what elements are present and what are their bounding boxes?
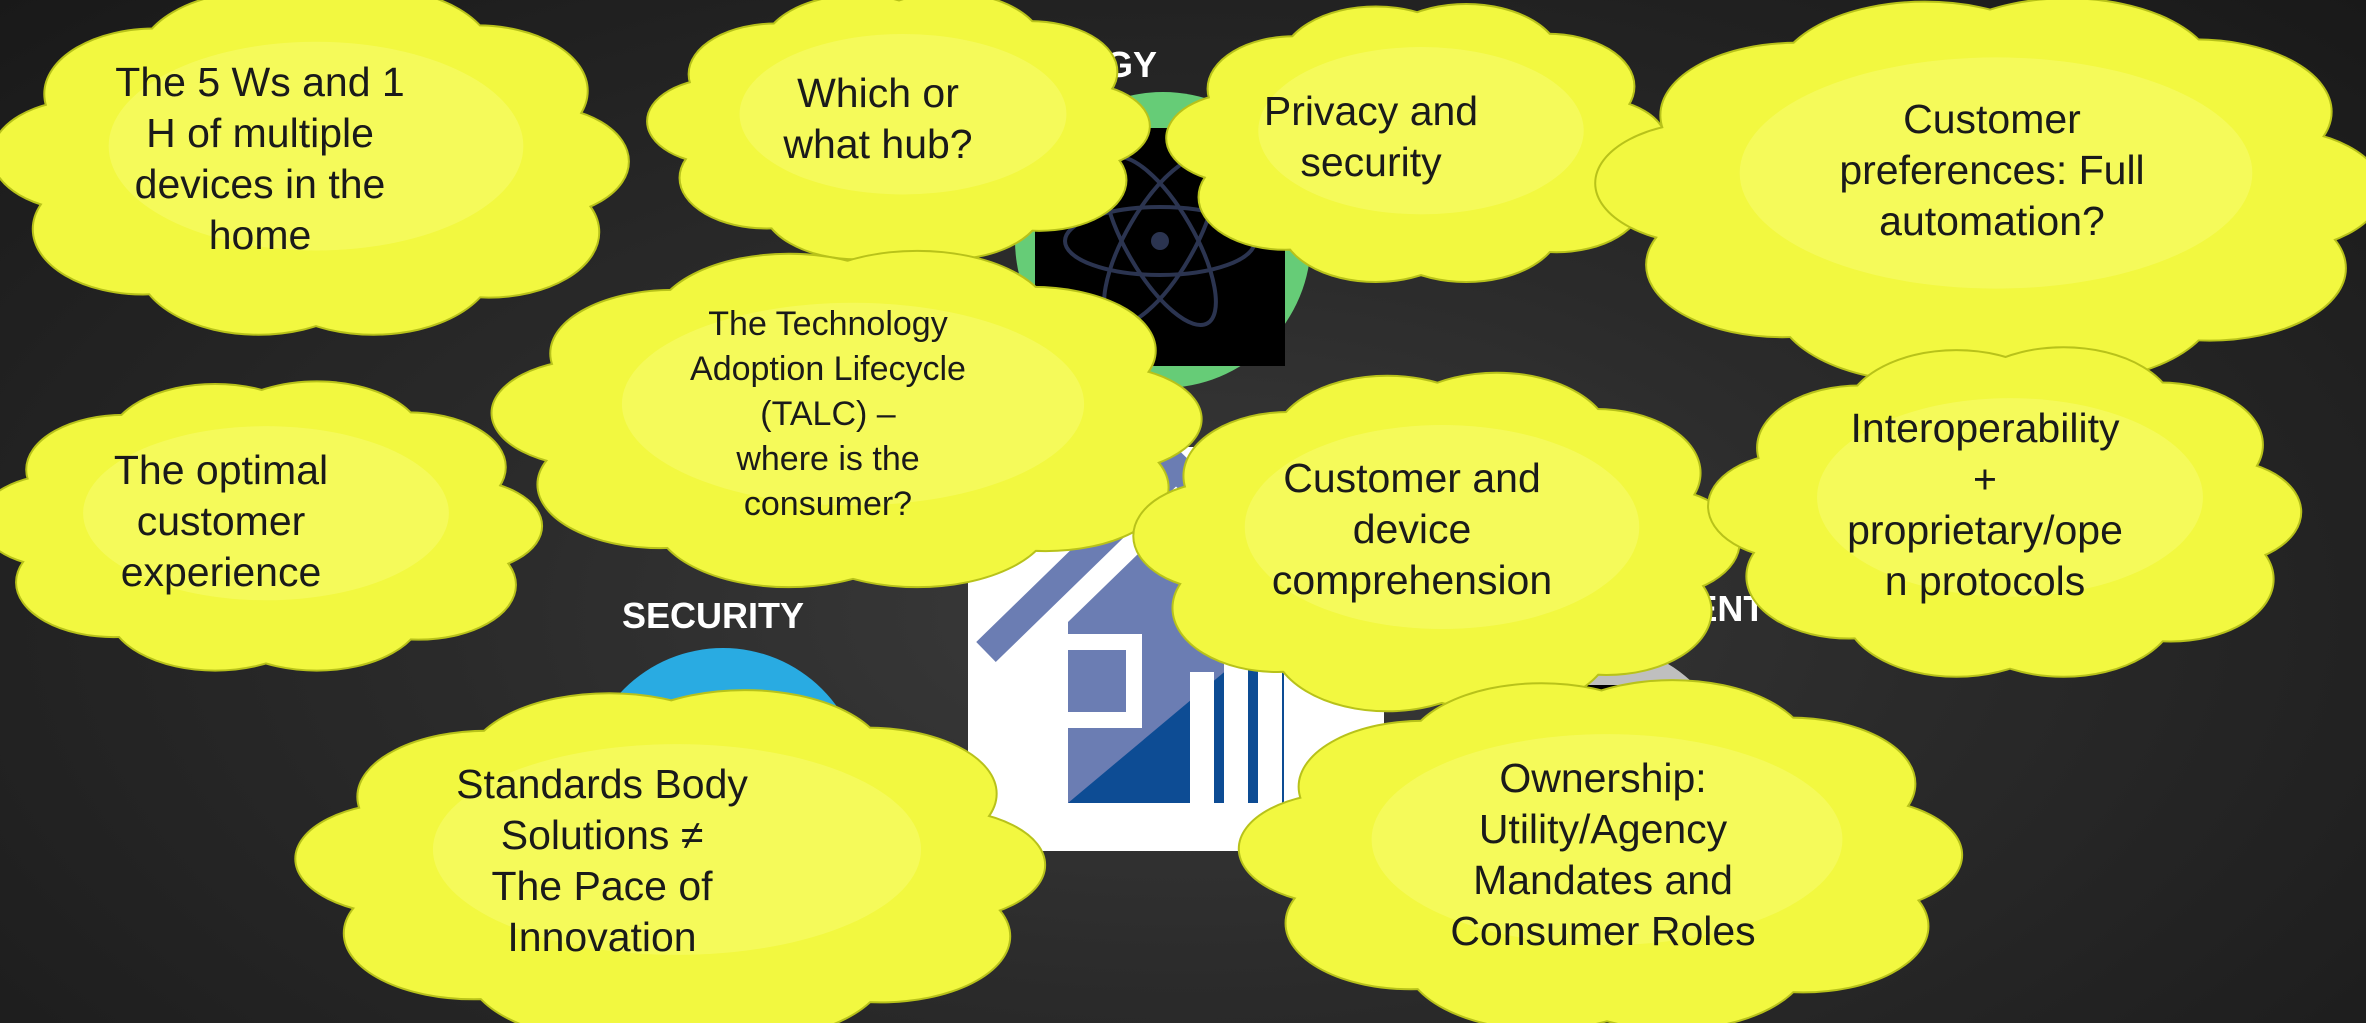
cloud-which-hub: Which or what hub? — [646, 0, 1151, 261]
cloud-comprehension: Customer and device comprehension — [1132, 371, 1741, 713]
cloud-five-ws: The 5 Ws and 1 H of multiple devices in … — [0, 0, 630, 336]
cloud-preferences: Customer preferences: Full automation? — [1594, 0, 2366, 383]
cloud-shape — [490, 249, 1203, 589]
cloud-shape — [0, 380, 544, 672]
cloud-shape — [294, 689, 1047, 1023]
cloud-shape — [1594, 0, 2366, 383]
cloud-privacy-text: Privacy and security — [1263, 88, 1479, 185]
cloud-talc: The Technology Adoption Lifecycle (TALC)… — [490, 249, 1203, 589]
cloud-shape — [1237, 679, 1964, 1023]
cloud-shape — [1132, 371, 1741, 713]
cloud-shape — [0, 0, 630, 336]
cloud-shape — [646, 0, 1151, 261]
cloud-talc-text: The Technology Adoption Lifecycle (TALC)… — [690, 304, 966, 523]
cloud-optimal: The optimal customer experience — [0, 380, 544, 672]
cloud-five-ws-text: The 5 Ws and 1 H of multiple devices in … — [115, 58, 405, 258]
security-label: SECURITY — [622, 595, 805, 636]
cloud-comprehension-text: Customer and device comprehension — [1271, 454, 1553, 603]
cloud-interop: Interoperability + proprietary/ope n pro… — [1707, 346, 2303, 678]
cloud-privacy: Privacy and security — [1165, 2, 1668, 284]
cloud-standards-text: Standards Body Solutions ≠ The Pace of I… — [456, 761, 748, 960]
cloud-standards: Standards Body Solutions ≠ The Pace of I… — [294, 689, 1047, 1023]
cloud-which-hub-text: Which or what hub? — [783, 70, 973, 167]
cloud-ownership-text: Ownership: Utility/Agency Mandates and C… — [1450, 755, 1756, 954]
cloud-shape — [1165, 2, 1668, 284]
cloud-optimal-text: The optimal customer experience — [113, 446, 329, 595]
cloud-shape — [1707, 346, 2303, 678]
cloud-preferences-text: Customer preferences: Full automation? — [1839, 95, 2145, 244]
cloud-ownership: Ownership: Utility/Agency Mandates and C… — [1237, 679, 1964, 1023]
cloud-interop-text: Interoperability + proprietary/ope n pro… — [1847, 405, 2123, 604]
